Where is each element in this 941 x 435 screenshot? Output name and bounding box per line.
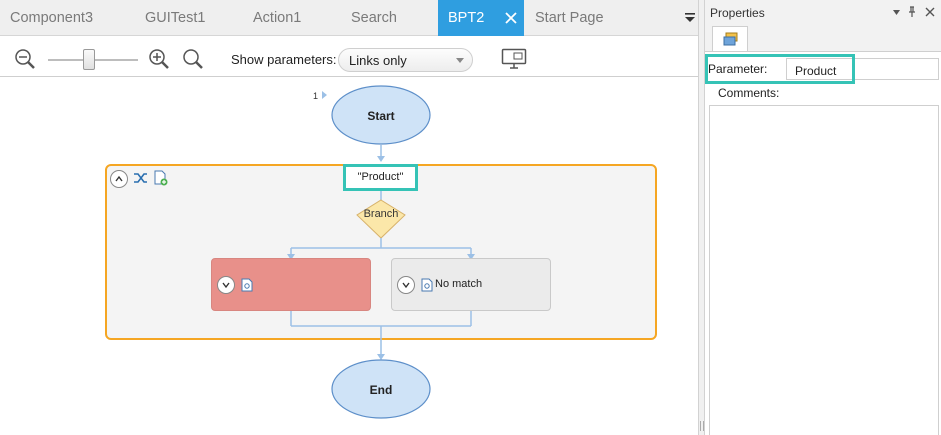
connector-line bbox=[290, 311, 472, 358]
branch-label: Branch bbox=[363, 208, 399, 220]
tab-list-menu-icon[interactable] bbox=[684, 12, 696, 24]
canvas-toolbar: Show parameters: Links only bbox=[0, 37, 700, 77]
tab-search[interactable]: Search bbox=[341, 0, 421, 36]
document-tab-bar: Component3 GUITest1 Action1 Search BPT2 … bbox=[0, 0, 700, 36]
case-label-no-match: No match bbox=[435, 278, 483, 290]
connector-line bbox=[290, 238, 472, 256]
step-number: 1 bbox=[313, 91, 319, 101]
properties-content: Parameter: Comments: bbox=[705, 51, 941, 435]
arrow-head bbox=[377, 156, 385, 162]
splitter-grip[interactable] bbox=[700, 421, 704, 431]
arrow-head bbox=[287, 254, 295, 260]
branch-case-1[interactable] bbox=[211, 258, 371, 311]
end-node-label: End bbox=[369, 383, 393, 397]
start-node-label: Start bbox=[367, 109, 395, 123]
search-icon[interactable] bbox=[182, 48, 206, 72]
branch-case-no-match[interactable] bbox=[391, 258, 551, 311]
add-document-icon[interactable] bbox=[153, 170, 169, 186]
tab-label: BPT2 bbox=[448, 10, 485, 26]
chevron-down-icon bbox=[402, 282, 410, 289]
chevron-down-icon bbox=[456, 58, 464, 63]
chevron-up-icon bbox=[115, 175, 123, 182]
zoom-in-icon[interactable] bbox=[148, 48, 172, 72]
show-parameters-label: Show parameters: bbox=[231, 52, 337, 67]
properties-title: Properties bbox=[710, 6, 765, 20]
tab-label: GUITest1 bbox=[145, 10, 206, 26]
document-icon bbox=[241, 278, 253, 292]
end-node[interactable] bbox=[331, 359, 431, 419]
parameter-label: Parameter: bbox=[708, 62, 768, 76]
flow-connectors bbox=[287, 85, 475, 419]
show-parameters-dropdown[interactable]: Links only bbox=[338, 48, 473, 72]
close-icon[interactable] bbox=[504, 11, 518, 25]
parameter-tab-icon bbox=[723, 32, 738, 46]
chevron-down-icon bbox=[222, 282, 230, 289]
flow-canvas[interactable]: 1 Start End "Product" Branch No match bbox=[0, 78, 698, 435]
collapse-group-button[interactable] bbox=[110, 170, 128, 188]
tab-action1[interactable]: Action1 bbox=[243, 0, 323, 36]
tab-label: Action1 bbox=[253, 10, 302, 26]
comments-label: Comments: bbox=[718, 86, 780, 100]
arrow-head bbox=[377, 354, 385, 360]
pin-icon[interactable] bbox=[907, 6, 917, 18]
zoom-slider-thumb[interactable] bbox=[83, 49, 95, 70]
tab-label: Start Page bbox=[535, 10, 604, 26]
tab-bpt2[interactable]: BPT2 bbox=[438, 0, 524, 36]
expand-case-button[interactable] bbox=[217, 276, 235, 294]
properties-tab[interactable] bbox=[712, 26, 748, 52]
branch-parameter-chip[interactable]: "Product" bbox=[343, 164, 418, 191]
start-node[interactable] bbox=[331, 85, 431, 145]
properties-panel: Properties Parameter: Comments: bbox=[705, 0, 941, 435]
tab-guitest1[interactable]: GUITest1 bbox=[135, 0, 225, 36]
close-icon[interactable] bbox=[925, 7, 935, 17]
tab-label: Component3 bbox=[10, 10, 94, 26]
panel-menu-icon[interactable] bbox=[892, 8, 901, 17]
zoom-out-icon[interactable] bbox=[14, 48, 38, 72]
parameter-field[interactable] bbox=[786, 58, 939, 80]
shuffle-icon[interactable] bbox=[133, 171, 149, 185]
comments-field[interactable] bbox=[709, 105, 939, 435]
tab-label: Search bbox=[351, 10, 397, 26]
display-icon[interactable] bbox=[501, 48, 527, 70]
document-icon bbox=[421, 278, 433, 292]
arrow-head bbox=[467, 254, 475, 260]
expand-case-button[interactable] bbox=[397, 276, 415, 294]
tab-start-page[interactable]: Start Page bbox=[525, 0, 625, 36]
show-parameters-value: Links only bbox=[349, 53, 407, 68]
tab-component3[interactable]: Component3 bbox=[0, 0, 110, 36]
zoom-slider[interactable] bbox=[48, 49, 138, 70]
panel-splitter[interactable] bbox=[698, 0, 705, 435]
step-marker-icon bbox=[322, 91, 327, 99]
